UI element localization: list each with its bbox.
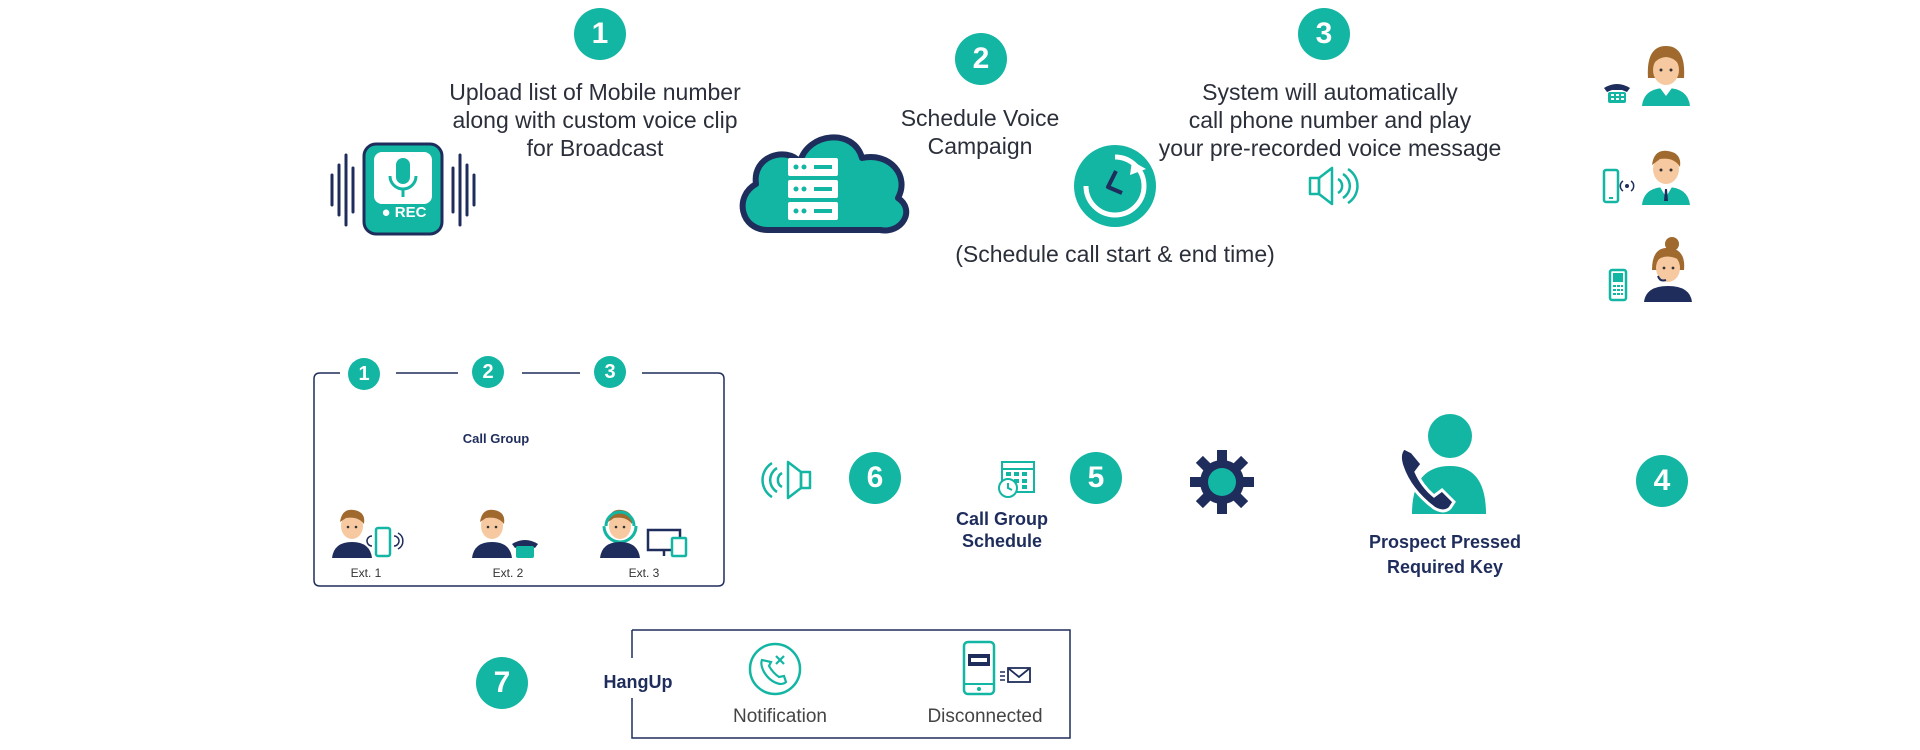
step-4-badge: 4 <box>1636 455 1688 507</box>
person-man-icon <box>1642 150 1690 205</box>
mobile-phone-icon <box>1602 168 1635 204</box>
agent-ext-2-icon <box>472 509 538 558</box>
step-3-line-2: call phone number and play <box>1188 107 1472 133</box>
agent-ext-1-icon <box>332 509 404 558</box>
call-group-badge-3: 3 <box>594 356 626 388</box>
step-3-text: System will automatically call phone num… <box>1150 78 1510 162</box>
step-2-note: (Schedule call start & end time) <box>955 241 1275 267</box>
step-7-label: HangUp <box>603 672 673 692</box>
step-3-badge: 3 <box>1298 8 1350 60</box>
step-1-line-3: for Broadcast <box>526 135 664 161</box>
ext-2-label: Ext. 2 <box>492 566 524 580</box>
step-4-line-1: Prospect Pressed <box>1368 532 1522 552</box>
rec-label: ● REC <box>381 204 427 221</box>
clock-refresh-icon <box>1074 145 1156 227</box>
step-3-line-1: System will automatically <box>1202 79 1458 105</box>
ext-1-label: Ext. 1 <box>350 566 382 580</box>
step-3-line-3: your pre-recorded voice message <box>1158 135 1502 161</box>
step-5-text: Call Group Schedule <box>940 508 1064 552</box>
step-1-line-1: Upload list of Mobile number <box>449 79 741 105</box>
step-1-text: Upload list of Mobile number along with … <box>420 78 770 162</box>
notification-label: Notification <box>733 706 827 727</box>
ext-3-label: Ext. 3 <box>628 566 660 580</box>
speaker-icon <box>1308 166 1359 206</box>
call-group-frame <box>313 372 725 587</box>
step-5-line-2: Schedule <box>961 531 1043 551</box>
person-woman-icon <box>1642 46 1690 106</box>
step-1-badge: 1 <box>574 8 626 60</box>
step-5-line-1: Call Group <box>955 509 1048 529</box>
step-4-line-2: Required Key <box>1386 557 1504 577</box>
mobile-phone-icon-2 <box>1608 268 1628 302</box>
call-group-badge-1: 1 <box>348 358 380 390</box>
call-group-title: Call Group <box>462 431 530 446</box>
gear-icon <box>1190 450 1254 514</box>
microphone-rec-icon <box>330 142 476 236</box>
step-7-badge: 7 <box>476 657 528 709</box>
step-6-badge: 6 <box>849 452 901 504</box>
step-2-text: Schedule Voice Campaign <box>870 104 1090 160</box>
calendar-clock-icon <box>998 461 1035 498</box>
mobile-message-icon <box>962 640 1031 696</box>
step-2-line-1: Schedule Voice <box>900 105 1060 131</box>
person-phone-icon <box>1398 414 1486 514</box>
agent-ext-3-icon <box>600 508 688 558</box>
hangup-phone-icon <box>748 642 802 696</box>
step-1-line-2: along with custom voice clip <box>452 107 738 133</box>
cloud-server-icon <box>739 134 910 234</box>
step-2-line-2: Campaign <box>927 133 1033 159</box>
hangup-frame <box>631 629 1071 739</box>
speaker-icon-reverse <box>761 460 812 500</box>
step-4-text: Prospect Pressed Required Key <box>1340 530 1550 580</box>
step-5-badge: 5 <box>1070 452 1122 504</box>
step-2-badge: 2 <box>955 33 1007 85</box>
call-group-badge-2: 2 <box>472 356 504 388</box>
person-headset-icon <box>1644 237 1692 302</box>
telephone-icon <box>1604 84 1630 103</box>
disconnected-label: Disconnected <box>927 706 1043 727</box>
